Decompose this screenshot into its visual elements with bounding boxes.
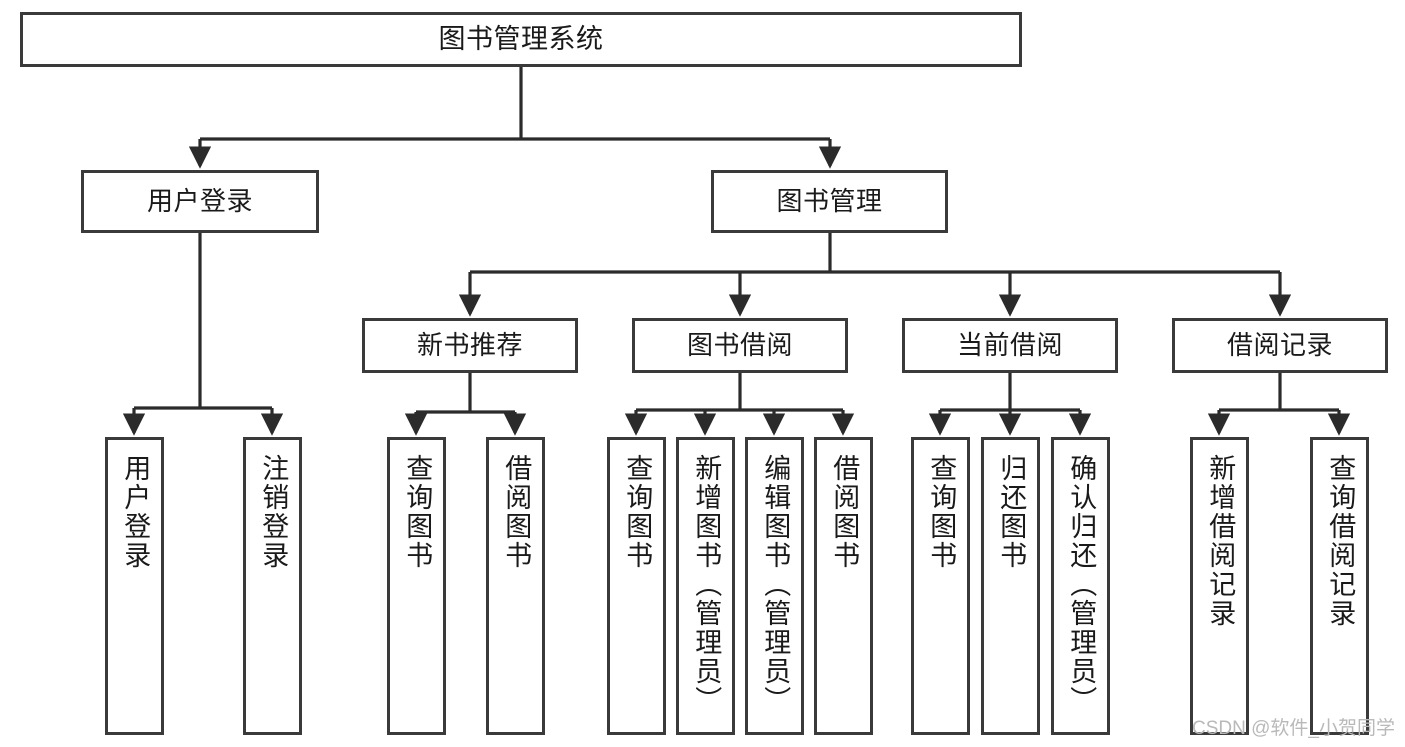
node-new-book-recommend-label: 新书推荐 [416, 330, 523, 361]
leaf-add-book[interactable]: 新增图书（管理员） [676, 437, 735, 735]
leaf-add-borrow-record[interactable]: 新增借阅记录 [1190, 437, 1249, 735]
leaf-logout-label: 注销登录 [258, 454, 289, 570]
node-user-login[interactable]: 用户登录 [81, 170, 319, 233]
leaf-query-borrow-record-label: 查询借阅记录 [1325, 454, 1356, 628]
node-current-borrow-label: 当前借阅 [956, 330, 1063, 361]
leaf-add-borrow-record-label: 新增借阅记录 [1205, 454, 1236, 628]
leaf-query-book-current-label: 查询图书 [926, 454, 957, 570]
leaf-return-book[interactable]: 归还图书 [981, 437, 1040, 735]
leaf-borrow-book-recommend[interactable]: 借阅图书 [486, 437, 545, 735]
node-new-book-recommend[interactable]: 新书推荐 [362, 318, 578, 373]
leaf-user-login[interactable]: 用户登录 [105, 437, 164, 735]
node-book-manage-label: 图书管理 [776, 186, 883, 217]
leaf-logout[interactable]: 注销登录 [243, 437, 302, 735]
leaf-user-login-label: 用户登录 [120, 454, 151, 570]
leaf-query-book-borrow[interactable]: 查询图书 [607, 437, 666, 735]
node-root-label: 图书管理系统 [438, 23, 604, 54]
leaf-borrow-book-label: 借阅图书 [829, 454, 860, 570]
node-book-borrow[interactable]: 图书借阅 [632, 318, 848, 373]
leaf-add-book-label: 新增图书（管理员） [691, 454, 722, 715]
leaf-query-book-current[interactable]: 查询图书 [911, 437, 970, 735]
leaf-borrow-book[interactable]: 借阅图书 [814, 437, 873, 735]
leaf-confirm-return-label: 确认归还（管理员） [1066, 454, 1097, 715]
node-borrow-record-label: 借阅记录 [1226, 330, 1333, 361]
node-book-manage[interactable]: 图书管理 [711, 170, 948, 233]
leaf-borrow-book-recommend-label: 借阅图书 [501, 454, 532, 570]
node-book-borrow-label: 图书借阅 [686, 330, 793, 361]
leaf-query-borrow-record[interactable]: 查询借阅记录 [1310, 437, 1369, 735]
leaf-confirm-return[interactable]: 确认归还（管理员） [1051, 437, 1110, 735]
csdn-watermark: CSDN @软件_小贺同学 [1192, 718, 1395, 739]
node-root[interactable]: 图书管理系统 [20, 12, 1022, 67]
leaf-query-book-borrow-label: 查询图书 [622, 454, 653, 570]
leaf-return-book-label: 归还图书 [996, 454, 1027, 570]
leaf-edit-book[interactable]: 编辑图书（管理员） [745, 437, 804, 735]
node-current-borrow[interactable]: 当前借阅 [902, 318, 1118, 373]
node-borrow-record[interactable]: 借阅记录 [1172, 318, 1388, 373]
leaf-query-book-recommend-label: 查询图书 [402, 454, 433, 570]
leaf-edit-book-label: 编辑图书（管理员） [760, 454, 791, 715]
node-user-login-label: 用户登录 [146, 186, 253, 217]
leaf-query-book-recommend[interactable]: 查询图书 [387, 437, 446, 735]
